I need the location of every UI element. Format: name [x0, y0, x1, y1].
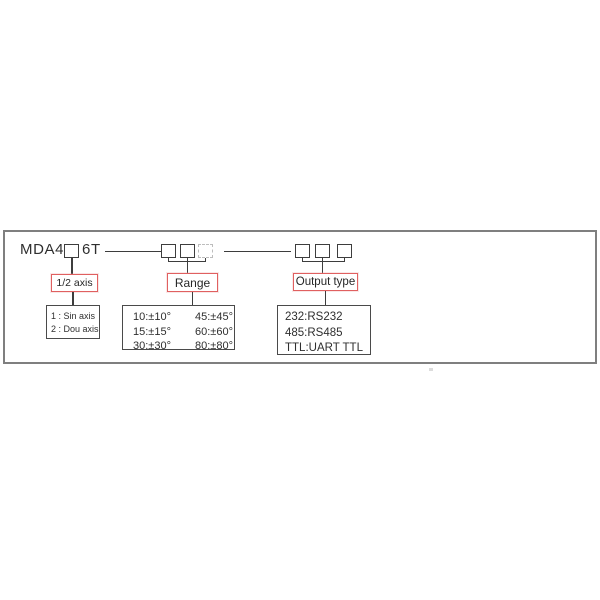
range-connector-line-2 [191, 292, 194, 305]
model-digit-box [64, 244, 79, 258]
connector-line-model-to-range [105, 250, 162, 253]
output-digit-box-2 [315, 244, 330, 258]
output-connector-line-2 [324, 291, 327, 305]
axis-label-box: 1/2 axis [51, 274, 98, 292]
range-option: 80:±80° [195, 340, 233, 352]
axis-label: 1/2 axis [56, 277, 93, 289]
output-digit-box-1 [295, 244, 310, 258]
model-suffix: 6T [82, 241, 101, 258]
range-option: 30:±30° [133, 340, 171, 352]
output-option-row: TTL:UART TTL [285, 342, 363, 354]
range-option-row: 10:±10° 45:±45° [133, 310, 234, 325]
range-bracket-stub-2 [186, 258, 189, 262]
output-option-row: 232:RS232 [285, 311, 343, 323]
output-option-row: 485:RS485 [285, 326, 343, 339]
range-option: 15:±15° [133, 325, 171, 338]
range-digit-box-2 [180, 244, 195, 258]
range-digit-box-1 [161, 244, 176, 258]
range-option-row: 15:±15° 60:±60° [133, 325, 234, 340]
connector-line-range-to-output [224, 250, 291, 253]
range-connector-line [186, 261, 189, 273]
output-bracket-line [301, 260, 346, 263]
output-bracket-stub-2 [321, 258, 324, 262]
output-bracket-stub-1 [301, 258, 304, 262]
range-label-box: Range [167, 273, 218, 292]
range-digit-box-optional [198, 244, 213, 258]
scan-artifact [429, 368, 433, 371]
range-option: 45:±45° [195, 311, 233, 323]
range-option: 10:±10° [133, 311, 171, 323]
output-bracket-stub-3 [343, 258, 346, 262]
range-options-table: 10:±10° 45:±45° 15:±15° 60:±60° 30:±30° … [122, 305, 235, 352]
output-label-box: Output type [293, 273, 358, 291]
ordering-code-panel: MDA4 6T 1/2 axis 1 : Sin axis 2 : Dou ax… [3, 230, 597, 364]
output-label: Output type [295, 276, 356, 288]
axis-connector-line-2 [72, 292, 74, 305]
model-prefix: MDA4 [20, 241, 65, 258]
axis-connector-line [71, 258, 73, 274]
axis-option-row: 2 : Dou axis [51, 324, 99, 334]
range-bracket-stub-3 [204, 258, 207, 262]
output-connector-line [321, 261, 324, 273]
axis-option-row: 1 : Sin axis [51, 311, 96, 321]
range-bracket-stub-1 [167, 258, 170, 262]
axis-options-table: 1 : Sin axis 2 : Dou axis [46, 305, 100, 339]
range-option: 60:±60° [195, 325, 233, 338]
range-option-row: 30:±30° 80:±80° [133, 339, 234, 354]
range-label: Range [174, 275, 211, 290]
output-options-table: 232:RS232 485:RS485 TTL:UART TTL [277, 305, 371, 355]
output-digit-box-3 [337, 244, 352, 258]
